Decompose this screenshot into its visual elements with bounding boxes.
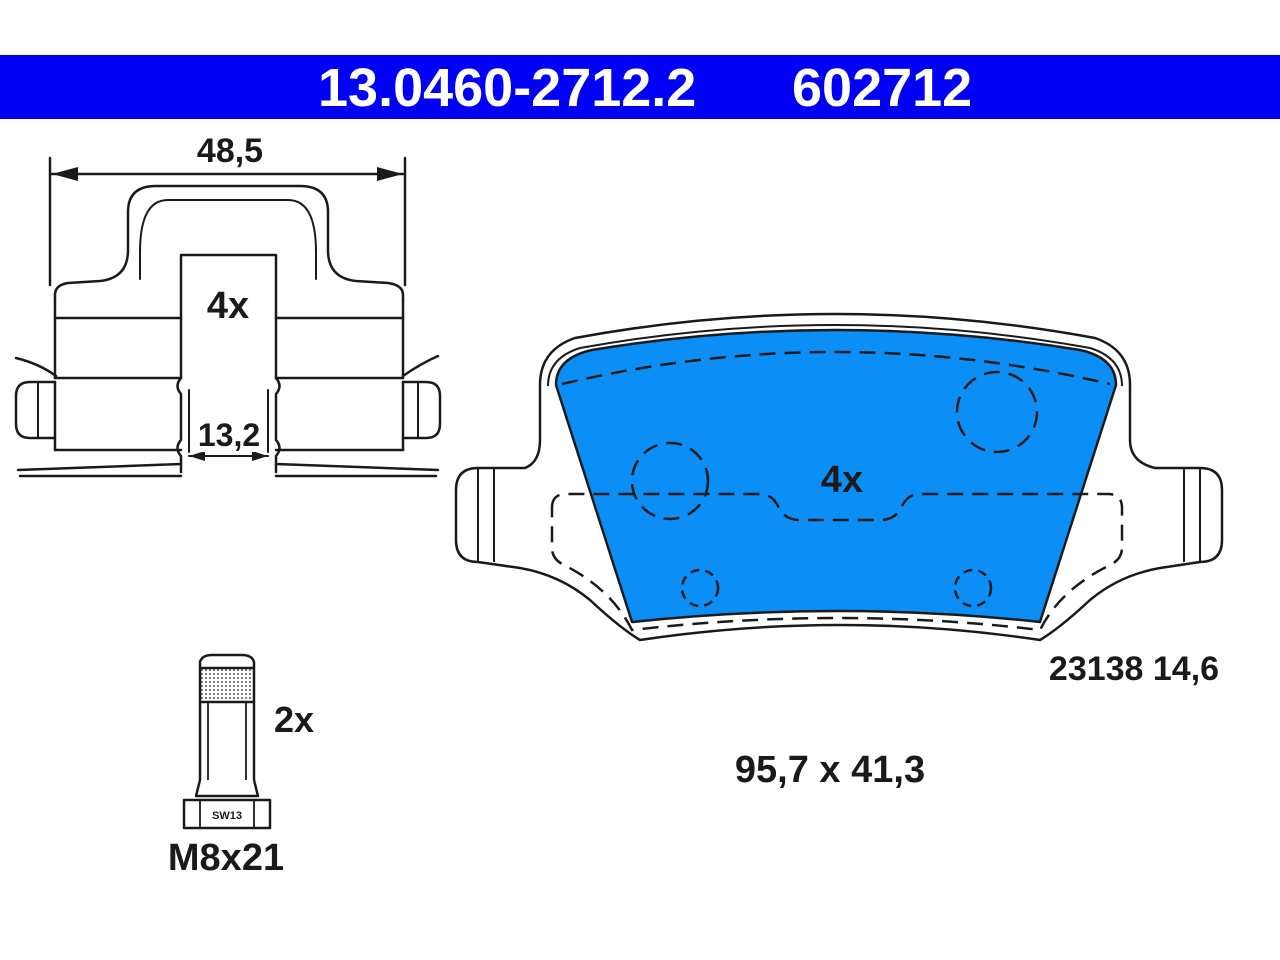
header-bar: 13.0460-2712.2 602712 — [0, 55, 1280, 119]
clip-rail-right-2 — [274, 462, 440, 472]
clip-inner-arch — [139, 199, 317, 280]
hidden-upper-arc — [561, 350, 1111, 386]
bolt-thread — [198, 666, 256, 704]
backing-plate-inner-top — [547, 324, 1123, 387]
clip-quantity: 4x — [207, 285, 249, 327]
bolt-collar — [194, 779, 260, 798]
bolt-thread-size: M8x21 — [168, 837, 284, 879]
hidden-hole-right — [955, 370, 1039, 454]
clip-drawing — [14, 156, 442, 478]
pad-quantity: 4x — [821, 459, 863, 501]
bolt-head — [182, 798, 272, 830]
clip-gap-dimension: 13,2 — [198, 417, 260, 453]
bolt-wrench-size: SW13 — [212, 810, 242, 822]
clip-dim-arrow-right — [377, 167, 403, 181]
pad-dimensions: 95,7 x 41,3 — [735, 749, 925, 791]
clip-width-dimension: 48,5 — [197, 132, 263, 170]
part-number: 13.0460-2712.2 — [318, 58, 697, 118]
hidden-backplate-shape — [550, 492, 1124, 632]
backing-plate-outline — [454, 312, 1224, 642]
gap-dim-arrow-left — [189, 451, 205, 461]
clip-tab-left — [14, 380, 57, 440]
reference-number: 602712 — [792, 58, 973, 118]
gap-dim-arrow-right — [252, 451, 268, 461]
hidden-pin-right — [953, 568, 993, 608]
clip-hook-right — [401, 354, 440, 378]
brake-pad-drawing — [454, 312, 1224, 642]
bolt-tip — [198, 653, 256, 668]
brake-pad-hidden-lines — [550, 350, 1124, 632]
clip-tongue — [179, 253, 278, 380]
clip-hook-left — [14, 356, 58, 378]
clip-dim-arrow-left — [52, 167, 78, 181]
clip-rail-left-2 — [16, 462, 183, 472]
hidden-pin-left — [680, 568, 720, 608]
bolt-drawing — [182, 653, 272, 830]
hidden-hole-left — [630, 441, 710, 521]
bolt-quantity: 2x — [274, 699, 314, 740]
pad-code-thickness: 23138 14,6 — [1049, 650, 1219, 688]
gap-label-bg — [192, 416, 266, 452]
clip-upper-outline — [53, 184, 405, 302]
friction-material — [554, 328, 1118, 624]
clip-tab-right — [401, 380, 442, 440]
clip-tongue-right-edge — [274, 376, 281, 474]
clip-tongue-left-edge — [176, 376, 183, 474]
